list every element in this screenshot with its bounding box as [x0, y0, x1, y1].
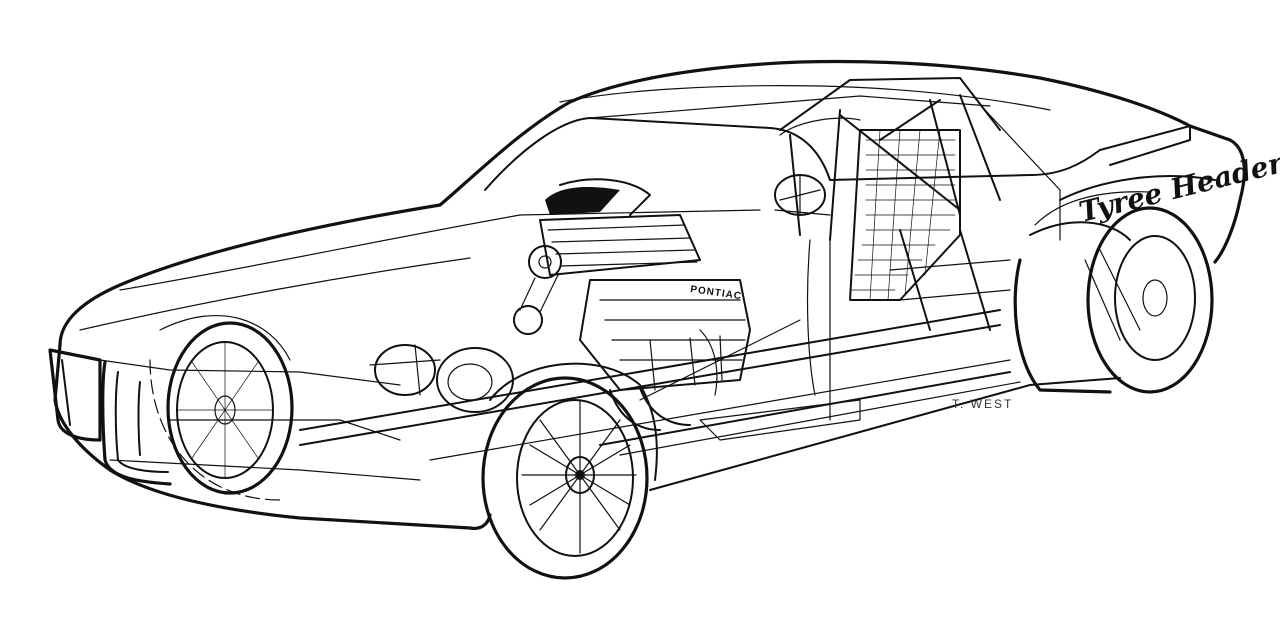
front-left-wheel	[149, 315, 294, 501]
engine	[369, 178, 751, 431]
front-right-wheel	[481, 362, 658, 580]
roll-cage	[779, 77, 1061, 331]
steering-wheel	[774, 174, 831, 216]
front-grille	[48, 348, 421, 486]
body-shell	[53, 59, 1246, 531]
artist-signature: T. WEST	[952, 397, 1013, 411]
driver-seat	[849, 129, 961, 301]
chassis-frame	[169, 309, 1011, 461]
rear-wheel	[1013, 206, 1214, 394]
